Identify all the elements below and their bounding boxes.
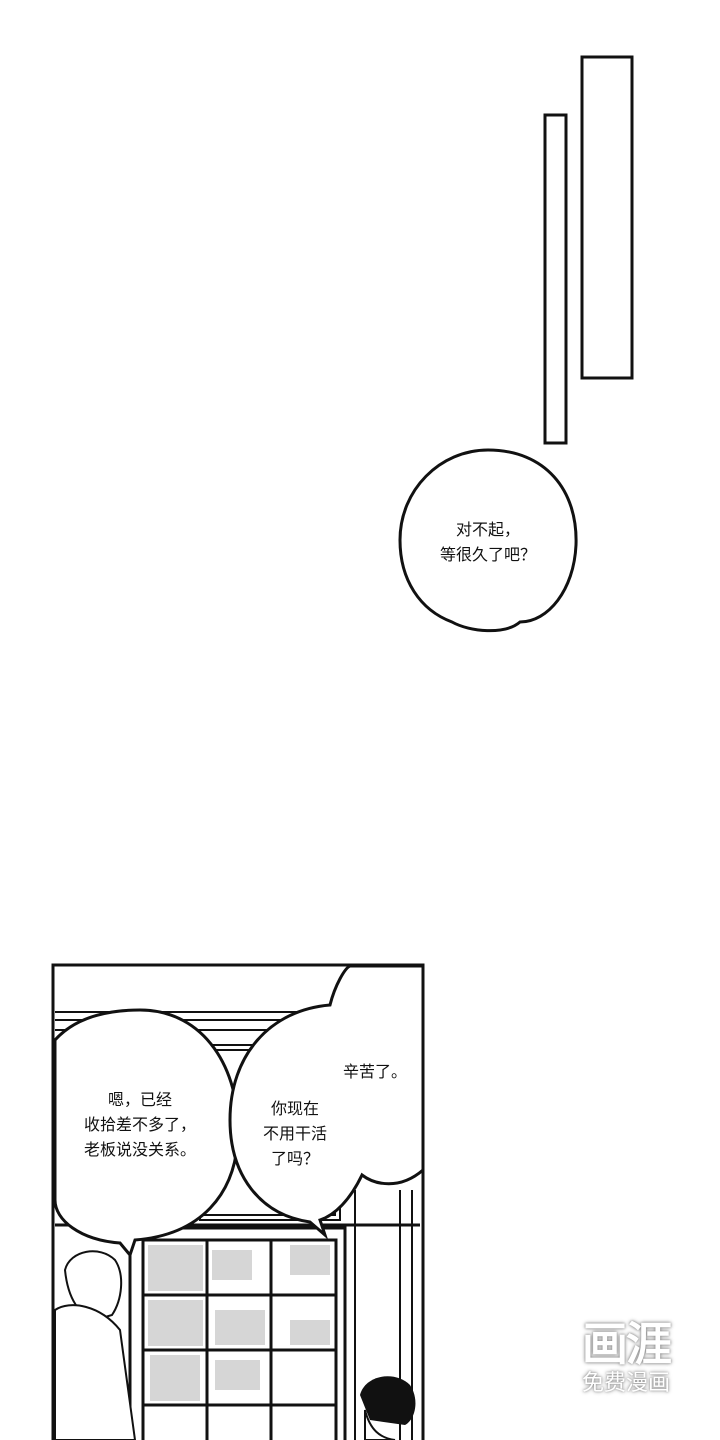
speech-text-right-top: 辛苦了。 [335,1059,415,1084]
speech-bubble-right [228,964,425,1240]
speech-line: 嗯，已经 [107,1090,172,1109]
speech-bubble-left [53,1008,240,1259]
panel [51,963,425,1440]
narration-box-narrow [543,113,568,445]
speech-bubble-top [398,448,578,633]
speech-text-right: 你现在 不用干活 了吗？ [245,1096,345,1171]
watermark-logo: 画涯 免费漫画 [566,1318,686,1398]
speech-line: 你现在 [270,1099,319,1118]
narration-box-tall [580,55,634,380]
speech-line: 老板说没关系。 [83,1140,196,1159]
speech-line: 辛苦了。 [342,1062,407,1081]
speech-line: 等很久了吧？ [439,545,536,564]
character-right [360,1376,416,1440]
watermark-tagline: 免费漫画 [581,1371,670,1396]
speech-line: 对不起， [455,520,520,539]
speech-line: 收拾差不多了， [83,1115,196,1134]
speech-text-top: 对不起， 等很久了吧？ [418,517,558,567]
speech-line: 了吗？ [270,1149,319,1168]
watermark-logo-text: 画涯 [582,1317,672,1371]
character-left [54,1250,137,1440]
speech-text-left: 嗯，已经 收拾差不多了， 老板说没关系。 [60,1087,220,1162]
speech-line: 不用干活 [262,1124,327,1143]
